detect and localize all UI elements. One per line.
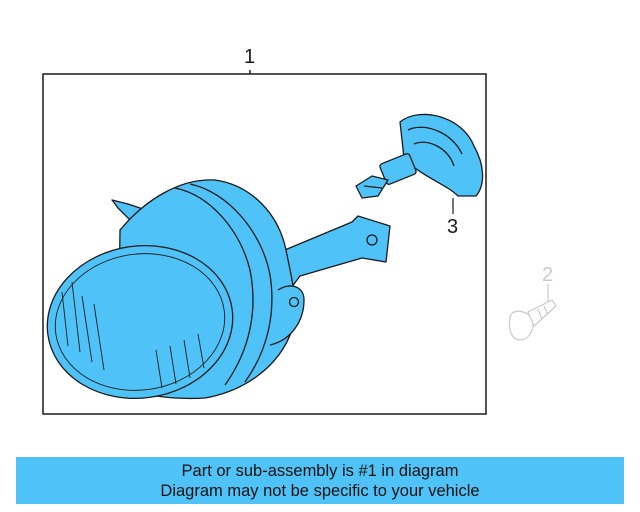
bulb-part [355,113,484,199]
fog-lamp-assembly [46,179,391,400]
parts-diagram [42,70,557,415]
screw-part [508,299,557,341]
info-banner: Part or sub-assembly is #1 in diagram Di… [16,457,624,504]
callout-3: 3 [447,216,459,238]
assembly-frame [42,73,487,415]
banner-line-2: Diagram may not be specific to your vehi… [160,481,480,500]
callout-2: 2 [542,264,554,286]
callout-1: 1 [244,46,256,68]
banner-line-1: Part or sub-assembly is #1 in diagram [181,461,459,480]
